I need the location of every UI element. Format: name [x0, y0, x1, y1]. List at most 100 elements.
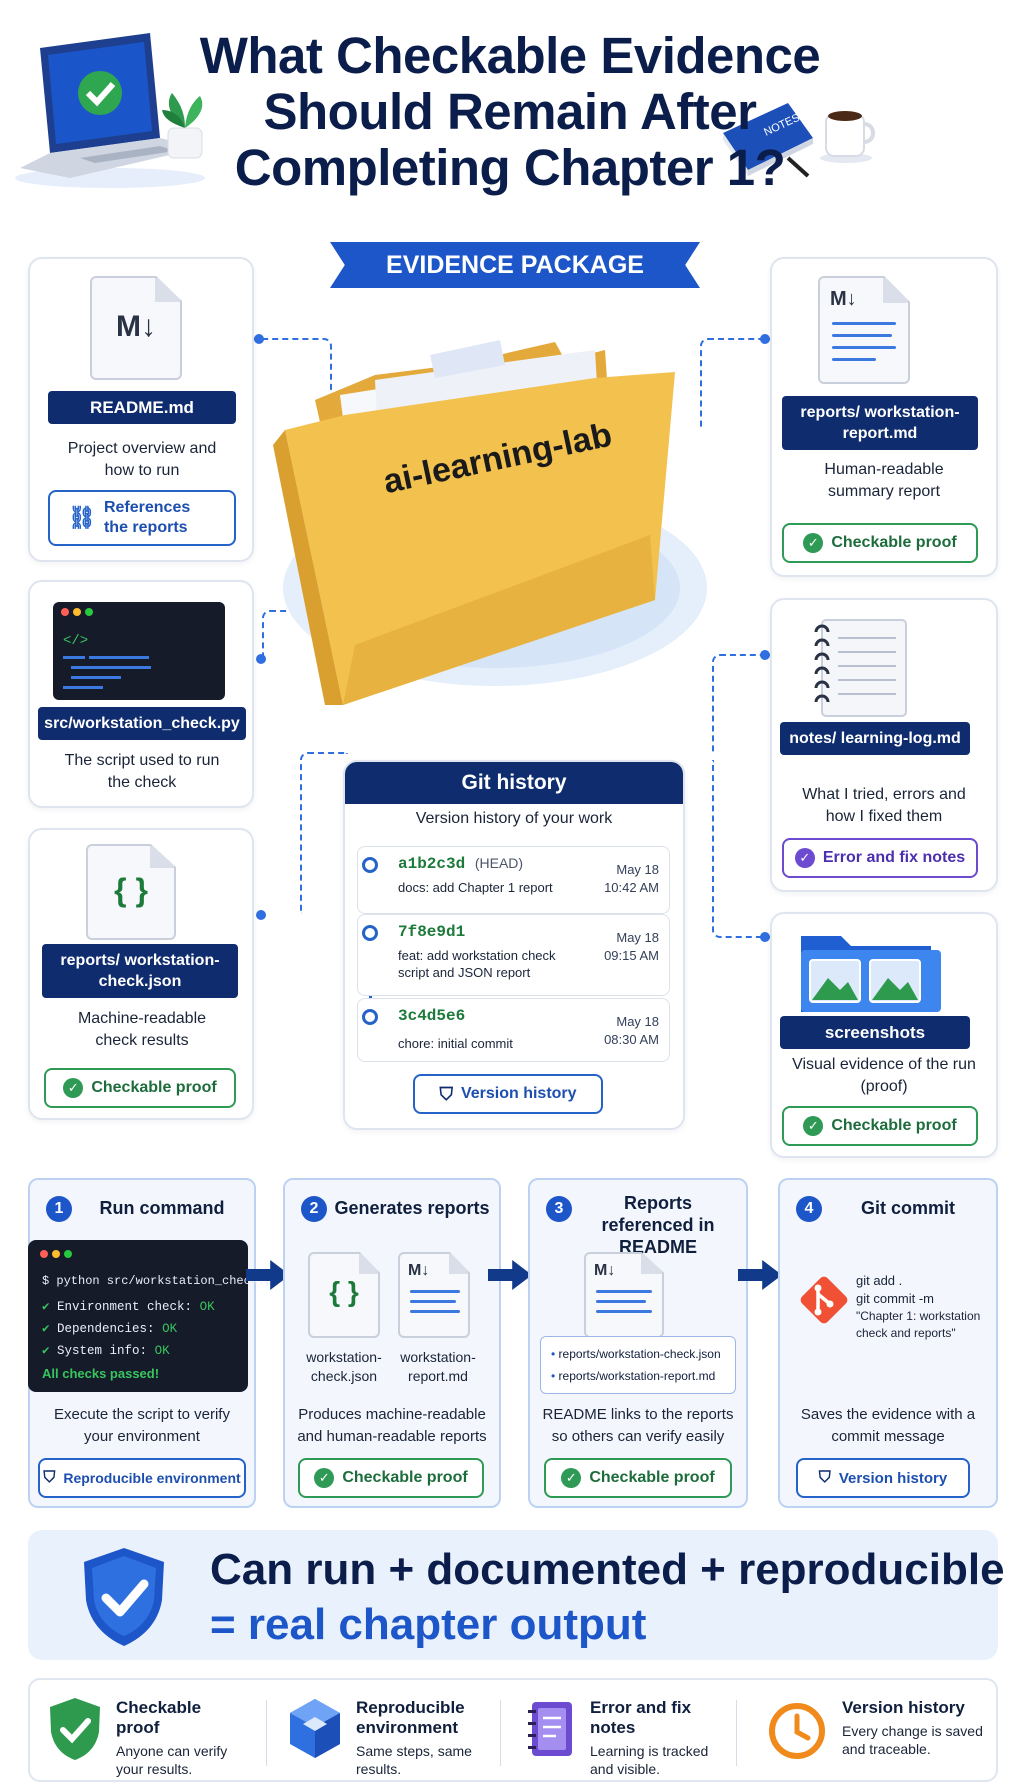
- json-label: reports/ workstation-check.json: [42, 944, 238, 998]
- readme-link[interactable]: reports/workstation-check.json: [558, 1347, 721, 1361]
- step-pill-label: Reproducible environment: [63, 1470, 241, 1486]
- clock-icon: [768, 1702, 826, 1760]
- git-logo-icon: [796, 1272, 852, 1328]
- step-title: Reports referenced in README: [601, 1193, 715, 1257]
- error-fix-label: Error and fix notes: [822, 849, 966, 866]
- step-desc: Execute the script to verify your enviro…: [54, 1406, 230, 1445]
- evidence-package-ribbon: EVIDENCE PACKAGE: [330, 242, 700, 288]
- script-desc: The script used to run the check: [64, 752, 220, 791]
- shield-check-icon: ⛉: [439, 1083, 453, 1104]
- step-title: Git commit: [860, 1198, 955, 1218]
- commit-date: May 18: [616, 1014, 659, 1029]
- connector: [232, 338, 332, 428]
- script-label: src/workstation_check.py: [38, 707, 246, 740]
- report-checkable-pill[interactable]: ✓ Checkable proof: [782, 523, 978, 563]
- commit-row[interactable]: 7f8e9d1 feat: add workstation check scri…: [357, 914, 670, 996]
- json-pill-label: Checkable proof: [91, 1079, 217, 1096]
- step-pill-label: Version history: [838, 1469, 948, 1487]
- terminal-window: $ python src/workstation_check.py ✔ Envi…: [28, 1240, 280, 1392]
- git-command-line: git commit -m: [856, 1291, 934, 1306]
- report-pill-label: Checkable proof: [831, 534, 957, 551]
- git-commands: git add . git commit -m "Chapter 1: work…: [856, 1272, 996, 1342]
- commit-time: 10:42 AM: [604, 880, 659, 895]
- notepad-icon: [808, 614, 914, 720]
- project-folder: [255, 320, 735, 720]
- screenshots-desc: Visual evidence of the run (proof): [792, 1056, 976, 1095]
- summary-line-1: Can run + documented + reproducible: [210, 1545, 1005, 1594]
- readme-desc: Project overview and how to run: [67, 440, 217, 479]
- step-title: Generates reports: [334, 1198, 490, 1218]
- version-history-button[interactable]: ⛉ Version history: [413, 1074, 603, 1114]
- check-circle-icon: ✓: [314, 1468, 335, 1488]
- step-desc: Saves the evidence with a commit message: [800, 1406, 976, 1445]
- markdown-file-icon: M↓: [584, 1252, 664, 1338]
- step-checkable-pill[interactable]: ✓ Checkable proof: [298, 1458, 484, 1498]
- legend-desc: Learning is tracked and visible.: [590, 1743, 709, 1777]
- legend-title: Reproducible environment: [356, 1698, 465, 1737]
- terminal-status: OK: [154, 1344, 170, 1358]
- image-folder-icon: [796, 924, 946, 1014]
- markdown-report-icon: M↓: [818, 276, 910, 384]
- commit-row[interactable]: a1b2c3d (HEAD) docs: add Chapter 1 repor…: [357, 846, 670, 914]
- commit-hash: 3c4d5e6: [398, 1007, 466, 1025]
- connector-dot: [256, 910, 266, 920]
- shield-check-icon: [48, 1696, 102, 1762]
- shield-check-icon: [78, 1544, 170, 1648]
- notes-label: notes/ learning-log.md: [780, 722, 970, 755]
- link-icon: ⛓: [68, 505, 96, 530]
- legend-desc: Anyone can verify your results.: [116, 1743, 228, 1777]
- reproducible-environment-pill[interactable]: ⛉ Reproducible environment: [38, 1458, 246, 1498]
- coffee-cup-icon: [818, 100, 878, 164]
- commit-node: [362, 925, 378, 941]
- plant-icon: [160, 88, 210, 160]
- step-git-commit: 4 Git commit: [778, 1178, 998, 1508]
- step-number: 1: [46, 1196, 72, 1222]
- commit-message: chore: initial commit: [398, 1036, 513, 1051]
- connector-dot: [760, 650, 770, 660]
- report-label: reports/ workstation-report.md: [782, 396, 978, 450]
- legend-desc: Same steps, same results.: [356, 1743, 472, 1777]
- commit-message: docs: add Chapter 1 report: [398, 880, 553, 895]
- step-desc: Produces machine-readable and human-read…: [297, 1406, 487, 1445]
- check-circle-icon: ✓: [63, 1078, 84, 1098]
- shield-check-icon: ⛉: [818, 1469, 831, 1486]
- connector: [712, 760, 770, 938]
- summary-banner: [28, 1530, 998, 1660]
- head-tag: (HEAD): [474, 855, 524, 871]
- connector: [300, 752, 348, 914]
- code-window-icon: </>: [53, 602, 225, 700]
- markdown-report-icon: M↓: [398, 1252, 470, 1338]
- json-checkable-pill[interactable]: ✓ Checkable proof: [44, 1068, 236, 1108]
- screenshots-checkable-pill[interactable]: ✓ Checkable proof: [782, 1106, 978, 1146]
- error-fix-pill[interactable]: ✓ Error and fix notes: [782, 838, 978, 878]
- references-reports-label: References the reports: [103, 499, 191, 536]
- commit-time: 09:15 AM: [604, 948, 659, 963]
- step-checkable-pill[interactable]: ✓ Checkable proof: [544, 1458, 732, 1498]
- step-number: 3: [546, 1196, 572, 1222]
- terminal-line: Dependencies:: [57, 1322, 163, 1336]
- step-pill-label: Checkable proof: [342, 1469, 468, 1486]
- step-number: 4: [796, 1196, 822, 1222]
- connector-dot: [760, 334, 770, 344]
- git-command-line: "Chapter 1: workstation check and report…: [856, 1309, 981, 1340]
- legend-title: Checkable proof: [116, 1698, 202, 1737]
- terminal-success: All checks passed!: [42, 1366, 160, 1381]
- terminal-status: OK: [199, 1300, 215, 1314]
- connector-dot: [254, 334, 264, 344]
- screenshots-pill-label: Checkable proof: [831, 1117, 957, 1134]
- readme-link[interactable]: reports/workstation-report.md: [558, 1369, 716, 1383]
- check-circle-icon: ✓: [803, 533, 824, 553]
- readme-label: README.md: [48, 391, 236, 424]
- version-history-pill[interactable]: ⛉ Version history: [796, 1458, 970, 1498]
- file-caption: workstation- check.json: [306, 1349, 382, 1384]
- legend-desc: Every change is saved and traceable.: [842, 1723, 983, 1757]
- terminal-line: System info:: [57, 1344, 155, 1358]
- git-history-subtitle: Version history of your work: [415, 810, 613, 827]
- references-reports-pill[interactable]: ⛓ References the reports: [48, 490, 236, 546]
- step-generates-reports: 2 Generates reports: [283, 1178, 501, 1508]
- markdown-file-icon: M↓: [90, 276, 182, 380]
- summary-line-2: = real chapter output: [210, 1600, 647, 1649]
- step-desc: README links to the reports so others ca…: [542, 1406, 734, 1445]
